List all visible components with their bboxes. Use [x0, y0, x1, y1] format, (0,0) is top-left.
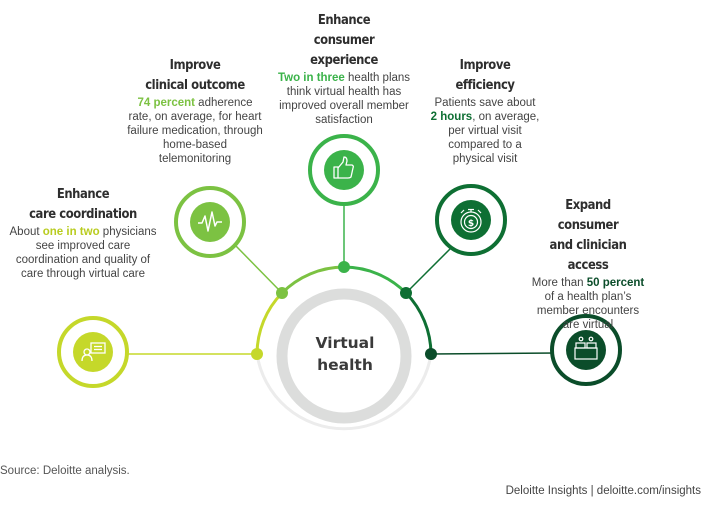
publisher-credit: Deloitte Insights | deloitte.com/insight…: [505, 485, 701, 497]
arc-segment-2: [280, 265, 345, 295]
node-care-coordination: [57, 316, 129, 388]
arc-segment-1: [255, 291, 284, 355]
node-description: Patients save about 2 hours, on average,…: [430, 97, 540, 165]
node-text-clinical-outcome: Improve clinical outcome 74 percent adhe…: [127, 55, 263, 166]
highlight-stat: one in two: [42, 226, 100, 238]
node-description: 74 percent adherence rate, on average, f…: [127, 97, 263, 165]
highlight-stat: 74 percent: [137, 97, 195, 109]
junction-dot-1: [251, 348, 263, 360]
arc-segment-4: [404, 291, 433, 355]
connector-efficiency: [405, 246, 453, 294]
node-description: Two in three health plans think virtual …: [277, 72, 411, 126]
center-ring: [276, 288, 412, 424]
lower-gray-arc: [255, 353, 433, 431]
junction-dot-2: [276, 287, 288, 299]
arc-segment-3: [343, 265, 408, 295]
thumbs-up-icon: [333, 156, 354, 179]
svg-text:$: $: [468, 219, 474, 229]
highlight-stat: 50 percent: [586, 277, 645, 289]
center-label: Virtual health: [315, 334, 375, 374]
node-title: Enhance consumer experience: [310, 12, 378, 68]
node-title: Expand consumer and clinician access: [549, 197, 627, 273]
highlight-stat: 2 hours: [430, 111, 473, 123]
node-title: Improve clinical outcome: [145, 57, 245, 93]
junction-dot-5: [425, 348, 437, 360]
presentation-person-icon: [81, 342, 106, 362]
connector-clinical-outcome: [234, 244, 283, 294]
node-title: Improve efficiency: [455, 57, 515, 93]
heartbeat-icon: [198, 211, 222, 232]
highlight-stat: Two in three: [277, 72, 345, 84]
stopwatch-dollar-icon: [460, 208, 482, 233]
node-text-care-coordination: Enhance care coordination About one in t…: [8, 184, 158, 281]
source-note: Source: Deloitte analysis.: [0, 465, 130, 477]
node-text-access: Expand consumer and clinician access Mor…: [530, 195, 646, 332]
connector-access: [430, 352, 558, 355]
node-description: About one in two physicians see improved…: [9, 226, 157, 280]
node-access: [550, 314, 622, 386]
junction-dot-3: [338, 261, 350, 273]
node-text-consumer-experience: Enhance consumer experience Two in three…: [272, 10, 416, 127]
node-title: Enhance care coordination: [29, 186, 137, 222]
node-text-efficiency: Improve efficiency Patients save about 2…: [430, 55, 540, 166]
junction-dot-4: [400, 287, 412, 299]
node-efficiency: $: [435, 184, 507, 256]
node-clinical-outcome: [174, 186, 246, 258]
node-description: More than 50 percent of a health plan’s …: [531, 277, 645, 331]
people-behind-desk-icon: [574, 336, 598, 360]
node-consumer-experience: [308, 134, 380, 206]
